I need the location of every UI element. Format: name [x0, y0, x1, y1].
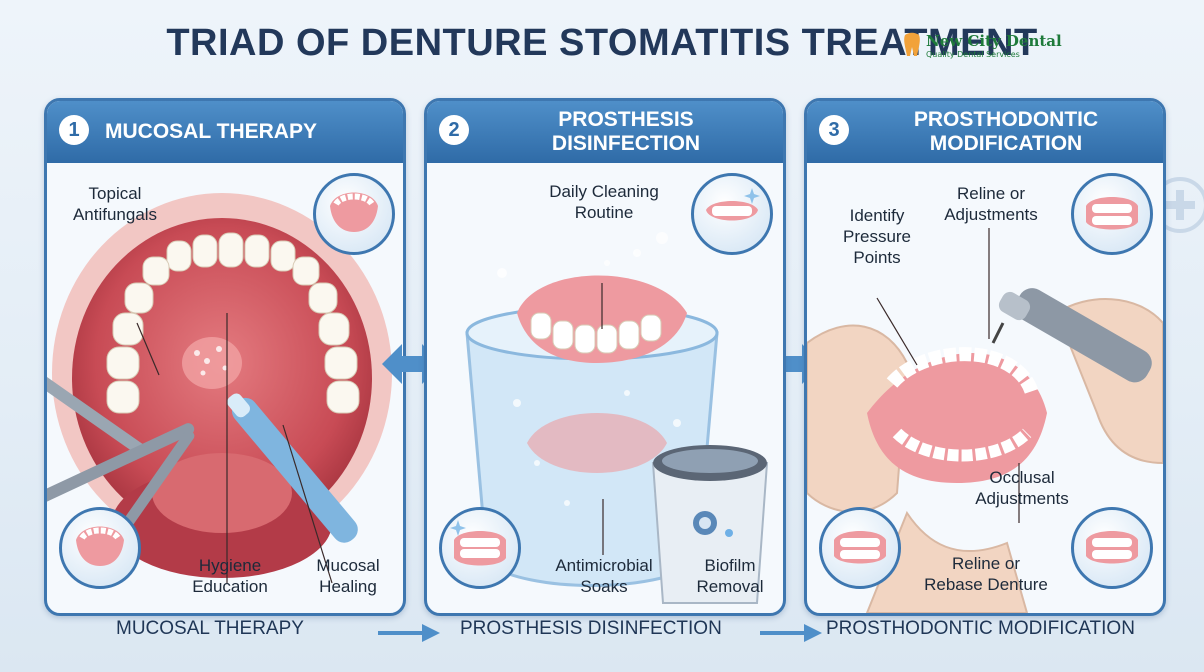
- tooth-logo-icon: [904, 32, 920, 56]
- full-denture-sparkle-icon: [439, 507, 521, 589]
- denture-adjustment-illustration: [807, 228, 1163, 613]
- flow-step-2: PROSTHESIS DISINFECTION: [460, 618, 722, 639]
- logo-name: New City Dental: [926, 32, 1062, 50]
- open-mouth-illustration: [47, 193, 392, 584]
- logo-tagline: Quality Dental Services: [926, 50, 1020, 59]
- step-number: 3: [819, 115, 849, 145]
- step-number: 1: [59, 115, 89, 145]
- flow-step-3: PROSTHODONTIC MODIFICATION: [826, 618, 1135, 639]
- reline-denture-inset-icon: [1071, 173, 1153, 255]
- right-arrow-icon: [378, 624, 440, 642]
- ultrasonic-cleaner: [651, 445, 769, 604]
- soaking-bowl-illustration: [465, 232, 769, 604]
- flow-step-1: MUCOSAL THERAPY: [116, 618, 304, 639]
- step-number: 2: [439, 115, 469, 145]
- denture-plate-inset-icon: [59, 507, 141, 589]
- brand-logo: New City Dental Quality Dental Services: [902, 30, 1080, 66]
- adjusted-denture-inset-icon: [819, 507, 901, 589]
- right-arrow-icon: [760, 624, 822, 642]
- upper-denture-inset-icon: [313, 173, 395, 255]
- clean-denture-sparkle-icon: [691, 173, 773, 255]
- panel-mucosal-therapy: 1 MUCOSAL THERAPY: [44, 98, 406, 616]
- panel-header: 1 MUCOSAL THERAPY: [47, 101, 403, 163]
- page-title: TRIAD OF DENTURE STOMATITIS TREATMENT: [166, 22, 1038, 64]
- rebase-denture-inset-icon: [1071, 507, 1153, 589]
- panel-heading: MUCOSAL THERAPY: [105, 120, 317, 143]
